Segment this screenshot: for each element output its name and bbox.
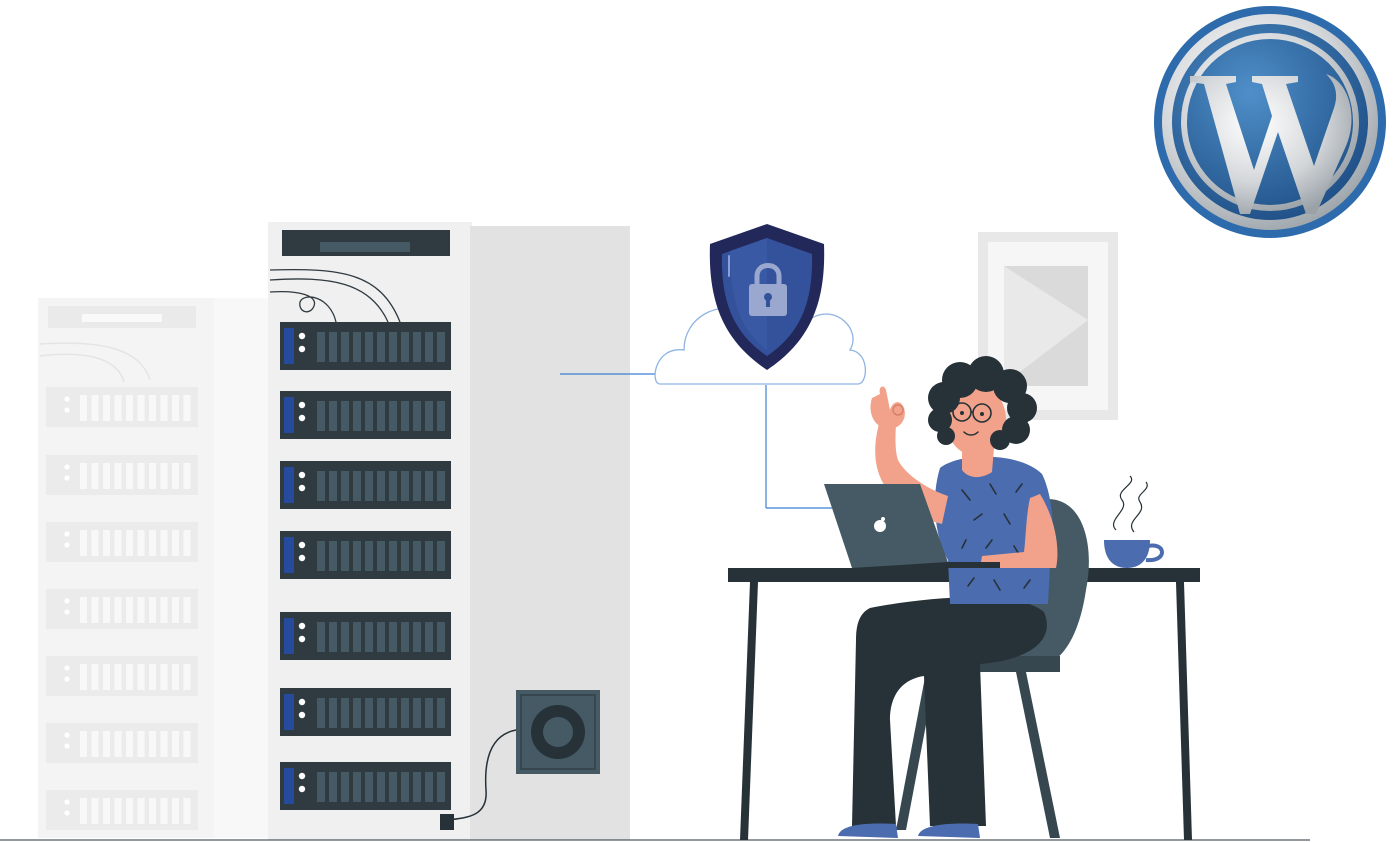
background-server-unit — [46, 387, 198, 427]
server-unit — [280, 391, 451, 439]
server-unit — [280, 531, 451, 579]
lock-icon — [749, 263, 787, 316]
main-server-rack — [268, 222, 630, 840]
fan-unit — [440, 690, 600, 830]
coffee-cup — [1104, 475, 1164, 568]
background-server-unit — [46, 455, 198, 495]
wordpress-logo-icon — [1154, 6, 1386, 238]
background-server-rack — [38, 298, 270, 838]
background-server-unit — [46, 522, 198, 562]
laptop — [824, 484, 1000, 568]
apple-logo-icon — [874, 517, 886, 532]
background-server-unit — [46, 589, 198, 629]
server-unit — [280, 322, 451, 370]
server-unit — [280, 762, 451, 810]
background-server-unit — [46, 656, 198, 696]
server-unit — [280, 612, 451, 660]
background-server-unit — [46, 723, 198, 763]
server-unit — [280, 688, 451, 736]
background-server-unit — [46, 790, 198, 830]
server-unit — [280, 461, 451, 509]
person-working — [838, 356, 1058, 838]
network-connection — [560, 373, 832, 509]
